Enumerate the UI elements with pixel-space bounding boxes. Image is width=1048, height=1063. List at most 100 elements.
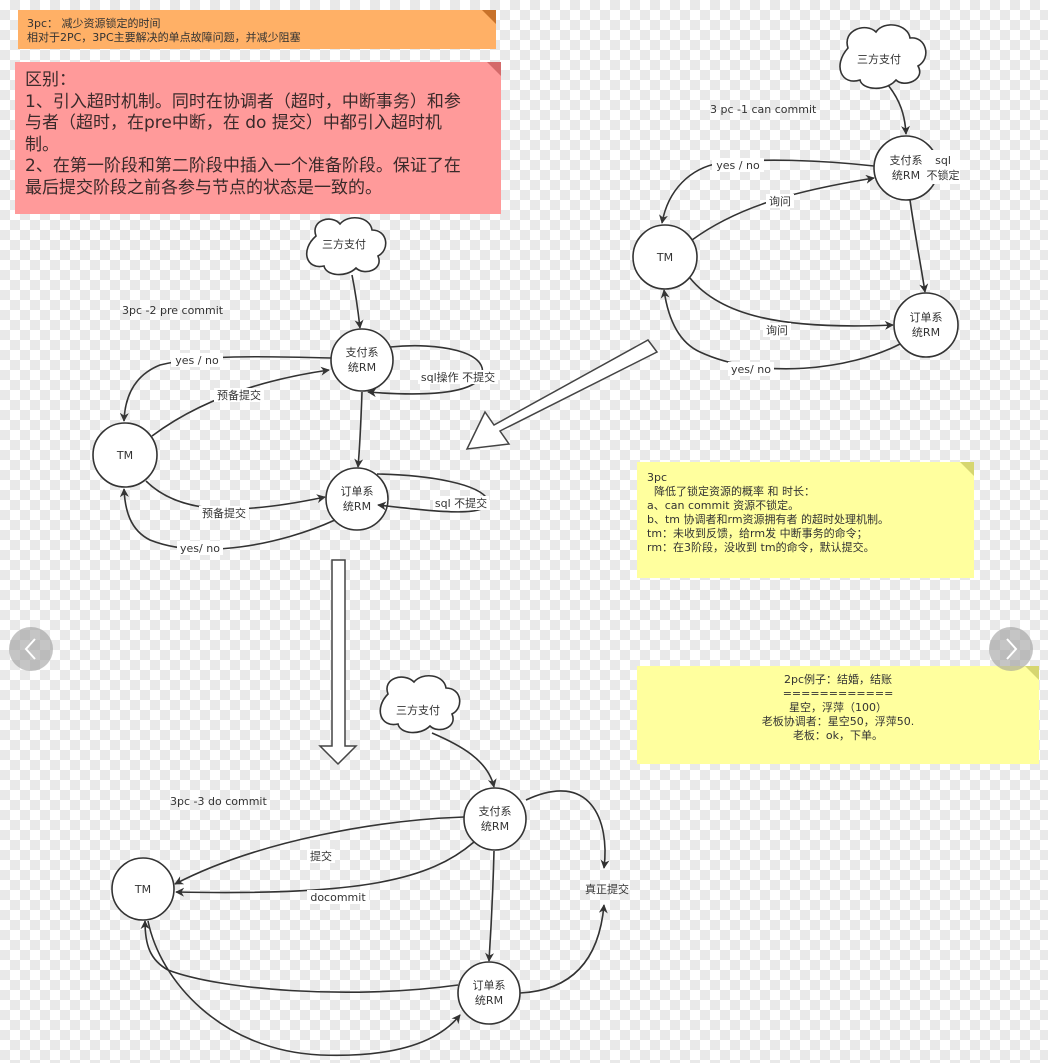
- edge-label: yes / no: [716, 159, 760, 172]
- target-label: 真正提交: [585, 882, 629, 896]
- next-image-button[interactable]: [989, 627, 1033, 671]
- edge-label: 询问: [769, 195, 791, 208]
- node-label-tm: TM: [134, 883, 151, 896]
- diagram-title: 3pc -2 pre commit: [122, 304, 224, 317]
- edge-pay-to-order: [909, 199, 929, 293]
- node-label-order: 订单系: [910, 311, 943, 324]
- note-line: ============: [782, 687, 894, 700]
- note-2pc-example: 2pc例子：结婚，结账 ============ 星空，浮萍（100） 老板协调…: [637, 666, 1039, 764]
- edge-tm-prep-order: [145, 480, 326, 510]
- flow-arrow-2-to-3: [318, 559, 358, 766]
- edge-tm-ask-order: [689, 277, 894, 330]
- note-line: 2pc例子：结婚，结账: [783, 673, 893, 686]
- node-label-pay: 统RM: [481, 820, 509, 833]
- edge-tm-ask-pay: [691, 174, 875, 241]
- diagram-do-commit: [111, 675, 610, 1057]
- note-fold: [487, 62, 501, 76]
- edge-label: 询问: [766, 324, 788, 337]
- note-line: b、tm 协调者和rm资源拥有者 的超时处理机制。: [647, 513, 890, 526]
- diagram-can-commit: [632, 24, 959, 370]
- node-order-rm: [325, 467, 389, 531]
- note-line: 星空，浮萍（100）: [789, 701, 887, 714]
- note-line: 1、引入超时机制。同时在协调者（超时，中断事务）和参: [25, 91, 461, 112]
- edge-label: 提交: [310, 849, 332, 863]
- note-line: 老板协调者：星空50，浮萍50.: [761, 715, 915, 728]
- node-tm: [111, 857, 175, 921]
- edge-label: yes/ no: [180, 542, 220, 555]
- edge-cloud-pay: [351, 274, 364, 329]
- note-3pc-details: 3pc 降低了锁定资源的概率 和 时长： a、can commit 资源不锁定。…: [637, 462, 974, 578]
- node-label-tm: TM: [116, 449, 133, 462]
- node-tm: [632, 224, 698, 290]
- edge-order-to-tm-upper: [140, 920, 459, 994]
- cloud-label: 三方支付: [322, 237, 366, 251]
- note-line: rm：在3阶段，没收到 tm的命令，默认提交。: [647, 541, 875, 554]
- edge-label: 预备提交: [217, 388, 261, 402]
- self-loop-label: sql 不提交: [435, 496, 487, 510]
- edge-order-to-tm: [660, 289, 901, 370]
- note-line: 3pc: [647, 471, 668, 484]
- note-fold: [482, 10, 496, 24]
- note-fold: [1025, 666, 1039, 680]
- prev-image-button[interactable]: [9, 627, 53, 671]
- note-fold: [960, 462, 974, 476]
- node-label-pay: 统RM: [892, 169, 920, 182]
- note-line: 区别：: [25, 70, 76, 90]
- node-label-order: 统RM: [912, 326, 940, 339]
- diagram-title: 3pc -3 do commit: [170, 795, 267, 808]
- node-label-pay: 支付系: [890, 154, 923, 167]
- edge-order-to-tm: [119, 488, 336, 550]
- node-order-rm: [893, 292, 959, 358]
- node-label-order: 统RM: [343, 500, 371, 513]
- edge-pay-docommit-tm: [175, 841, 475, 897]
- pay-side-note: 不锁定: [927, 168, 960, 182]
- chevron-right-icon: [1006, 638, 1018, 660]
- edge-tm-prep-pay: [151, 366, 330, 437]
- node-pay-rm: [463, 787, 527, 851]
- node-order-rm: [457, 961, 521, 1025]
- node-label-order: 订单系: [473, 979, 506, 992]
- edge-pay-to-tm: [659, 159, 875, 224]
- edge-label: yes/ no: [731, 363, 771, 376]
- pay-side-note: sql: [935, 154, 951, 167]
- cloud-shape: [839, 24, 927, 90]
- note-line: 与者（超时，在pre中断，在 do 提交）中都引入超时机: [25, 113, 442, 133]
- node-label-pay: 支付系: [346, 346, 379, 359]
- edge-pay-to-order: [485, 850, 495, 962]
- note-3pc-summary: 3pc： 减少资源锁定的时间 相对于2PC，3PC主要解决的单点故障问题，并减少…: [18, 10, 496, 49]
- node-label-order: 订单系: [341, 485, 374, 498]
- diagram-title: 3 pc -1 can commit: [710, 103, 817, 116]
- node-label-order: 统RM: [475, 994, 503, 1007]
- note-line: tm：未收到反馈，给rm发 中断事务的命令；: [647, 527, 868, 540]
- cloud-shape: [305, 217, 387, 276]
- node-label-tm: TM: [656, 251, 673, 264]
- note-line: 制。: [25, 134, 59, 155]
- edge-tm-to-order-lower: [147, 920, 461, 1057]
- note-line: 降低了锁定资源的概率 和 时长：: [647, 485, 815, 498]
- edge-cloud-pay: [431, 732, 497, 788]
- edge-pay-to-order: [354, 391, 364, 468]
- flow-arrow-1-to-2: [465, 339, 659, 450]
- edge-label: yes / no: [175, 354, 219, 367]
- note-line: a、can commit 资源不锁定。: [647, 499, 800, 512]
- edge-label: 预备提交: [202, 506, 246, 520]
- node-pay-rm: [330, 328, 394, 392]
- node-label-pay: 统RM: [348, 361, 376, 374]
- node-tm: [92, 422, 158, 488]
- note-line: 老板：ok，下单。: [792, 729, 884, 742]
- cloud-shape: [379, 675, 461, 734]
- note-line: 2、在第一阶段和第二阶段中插入一个准备阶段。保证了在: [25, 156, 461, 176]
- node-label-pay: 支付系: [479, 805, 512, 818]
- edge-pay-commit-tm: [174, 816, 465, 885]
- self-loop-label: sql操作 不提交: [421, 370, 495, 384]
- note-line: 相对于2PC，3PC主要解决的单点故障问题，并减少阻塞: [27, 31, 301, 44]
- note-line: 最后提交阶段之前各参与节点的状态是一致的。: [25, 177, 382, 198]
- cloud-label: 三方支付: [857, 52, 901, 66]
- edge-pay-to-target: [525, 790, 610, 869]
- chevron-left-icon: [24, 638, 36, 660]
- edge-label: docommit: [310, 891, 366, 904]
- note-line: 3pc： 减少资源锁定的时间: [27, 17, 161, 30]
- cloud-label: 三方支付: [396, 703, 440, 717]
- note-differences: 区别： 1、引入超时机制。同时在协调者（超时，中断事务）和参 与者（超时，在pr…: [15, 62, 501, 214]
